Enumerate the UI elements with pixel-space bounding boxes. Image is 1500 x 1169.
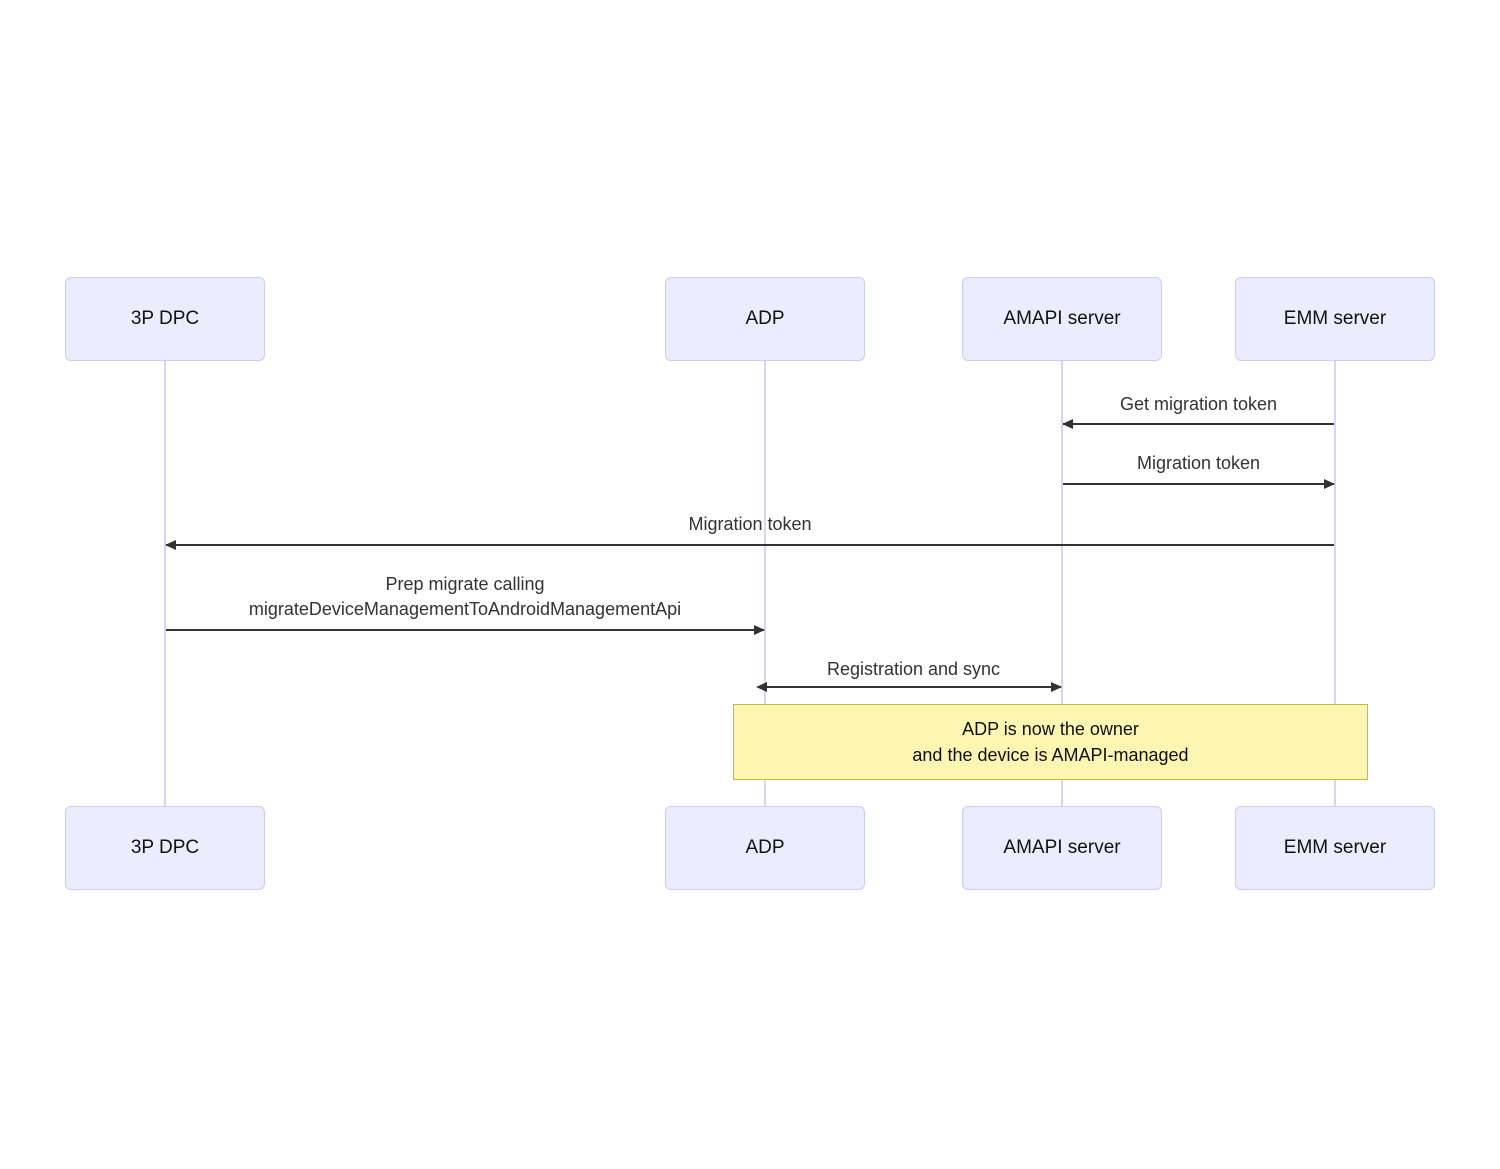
lifeline-emm	[1334, 361, 1336, 806]
participant-label: AMAPI server	[1003, 837, 1121, 858]
message-label-m4: Prep migrate calling migrateDeviceManage…	[248, 574, 682, 619]
note-n1: ADP is now the owner and the device is A…	[733, 704, 1368, 780]
message-label-m2: Migration token	[1136, 453, 1261, 473]
participant-box-dpc-bottom[interactable]: 3P DPC	[65, 806, 265, 890]
lifeline-adp	[764, 361, 766, 806]
participant-label: 3P DPC	[130, 837, 200, 858]
note-text: ADP is now the owner and the device is A…	[912, 719, 1189, 765]
lifeline-amapi	[1061, 361, 1063, 806]
message-label-m5: Registration and sync	[826, 659, 1001, 679]
participant-box-adp-top[interactable]: ADP	[665, 277, 865, 361]
participant-label: EMM server	[1283, 837, 1387, 858]
participant-box-amapi-bottom[interactable]: AMAPI server	[962, 806, 1162, 890]
message-label-m1: Get migration token	[1119, 394, 1278, 414]
participant-label: 3P DPC	[130, 308, 200, 329]
participant-box-adp-bottom[interactable]: ADP	[665, 806, 865, 890]
participant-box-dpc-top[interactable]: 3P DPC	[65, 277, 265, 361]
participant-label: AMAPI server	[1003, 308, 1121, 329]
participant-label: ADP	[745, 308, 785, 329]
participant-label: ADP	[745, 837, 785, 858]
message-label-m3: Migration token	[688, 514, 812, 534]
participant-box-amapi-top[interactable]: AMAPI server	[962, 277, 1162, 361]
participant-box-emm-top[interactable]: EMM server	[1235, 277, 1435, 361]
lifeline-dpc	[164, 361, 166, 806]
participant-box-emm-bottom[interactable]: EMM server	[1235, 806, 1435, 890]
participant-label: EMM server	[1283, 308, 1387, 329]
